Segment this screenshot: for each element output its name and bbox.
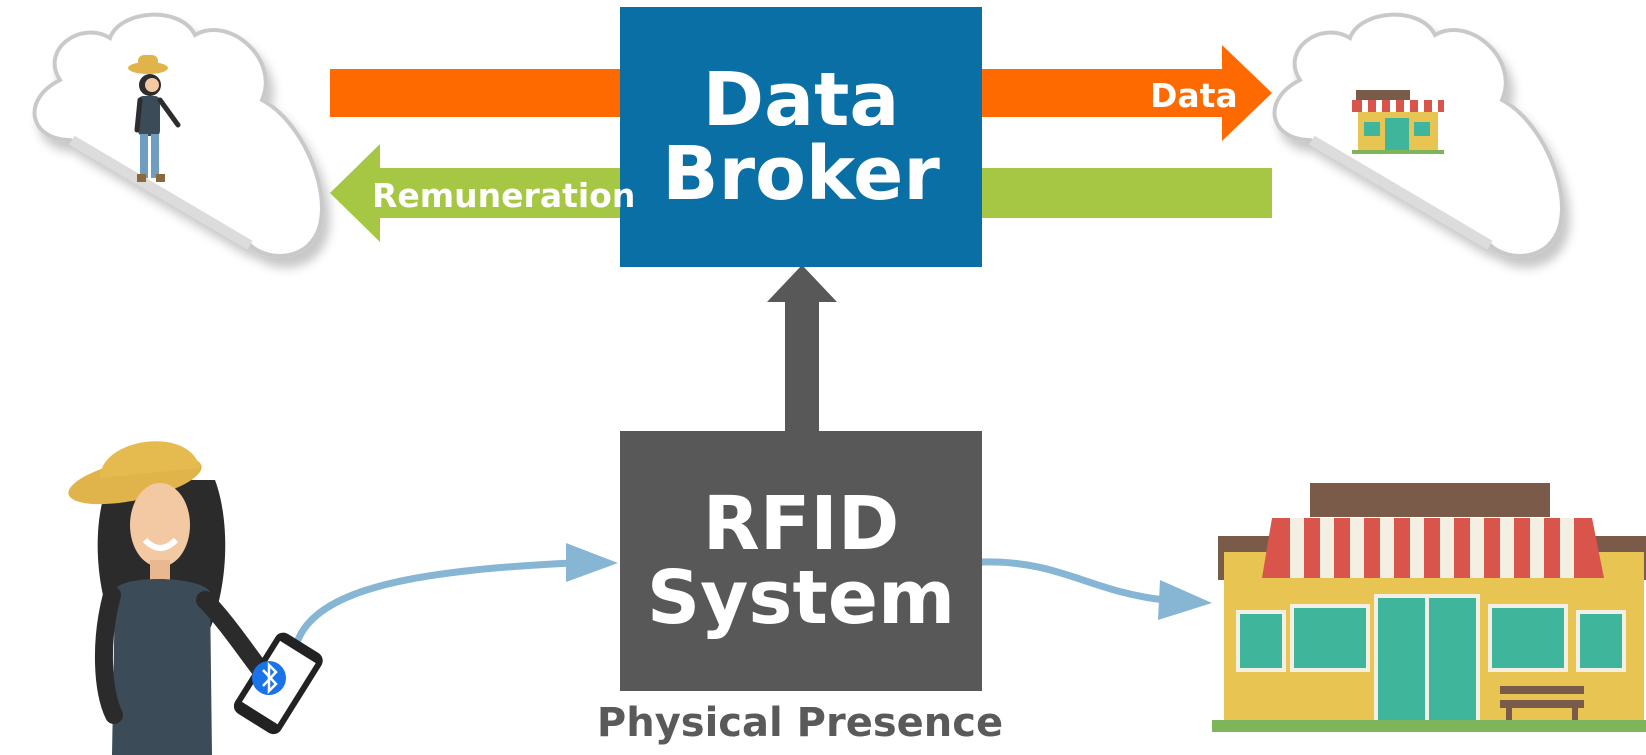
- remuneration-flow-arrow: [330, 144, 1272, 242]
- phone-to-rfid-signal: [294, 543, 618, 644]
- store-in-cloud-icon: [1272, 12, 1564, 258]
- data-arrow-label: Data: [1150, 76, 1238, 115]
- data-broker-label-line2: Broker: [662, 131, 940, 217]
- rfid-system-label-line1: RFID: [702, 481, 900, 567]
- bluetooth-icon: [252, 661, 286, 695]
- store-icon: [1212, 483, 1646, 732]
- remuneration-arrow-label: Remuneration: [372, 176, 636, 215]
- rfid-to-broker-arrow: [767, 265, 837, 433]
- rfid-to-store-signal: [978, 558, 1212, 620]
- data-flow-arrow: [330, 45, 1272, 141]
- data-broker-label-line1: Data: [702, 57, 900, 143]
- person-in-cloud-icon: [32, 12, 324, 258]
- rfid-system-box: RFID System: [620, 431, 982, 691]
- person-with-phone-icon: [68, 441, 323, 755]
- data-broker-box: Data Broker: [620, 7, 982, 267]
- physical-presence-caption: Physical Presence: [596, 700, 1004, 746]
- rfid-system-label-line2: System: [646, 555, 956, 641]
